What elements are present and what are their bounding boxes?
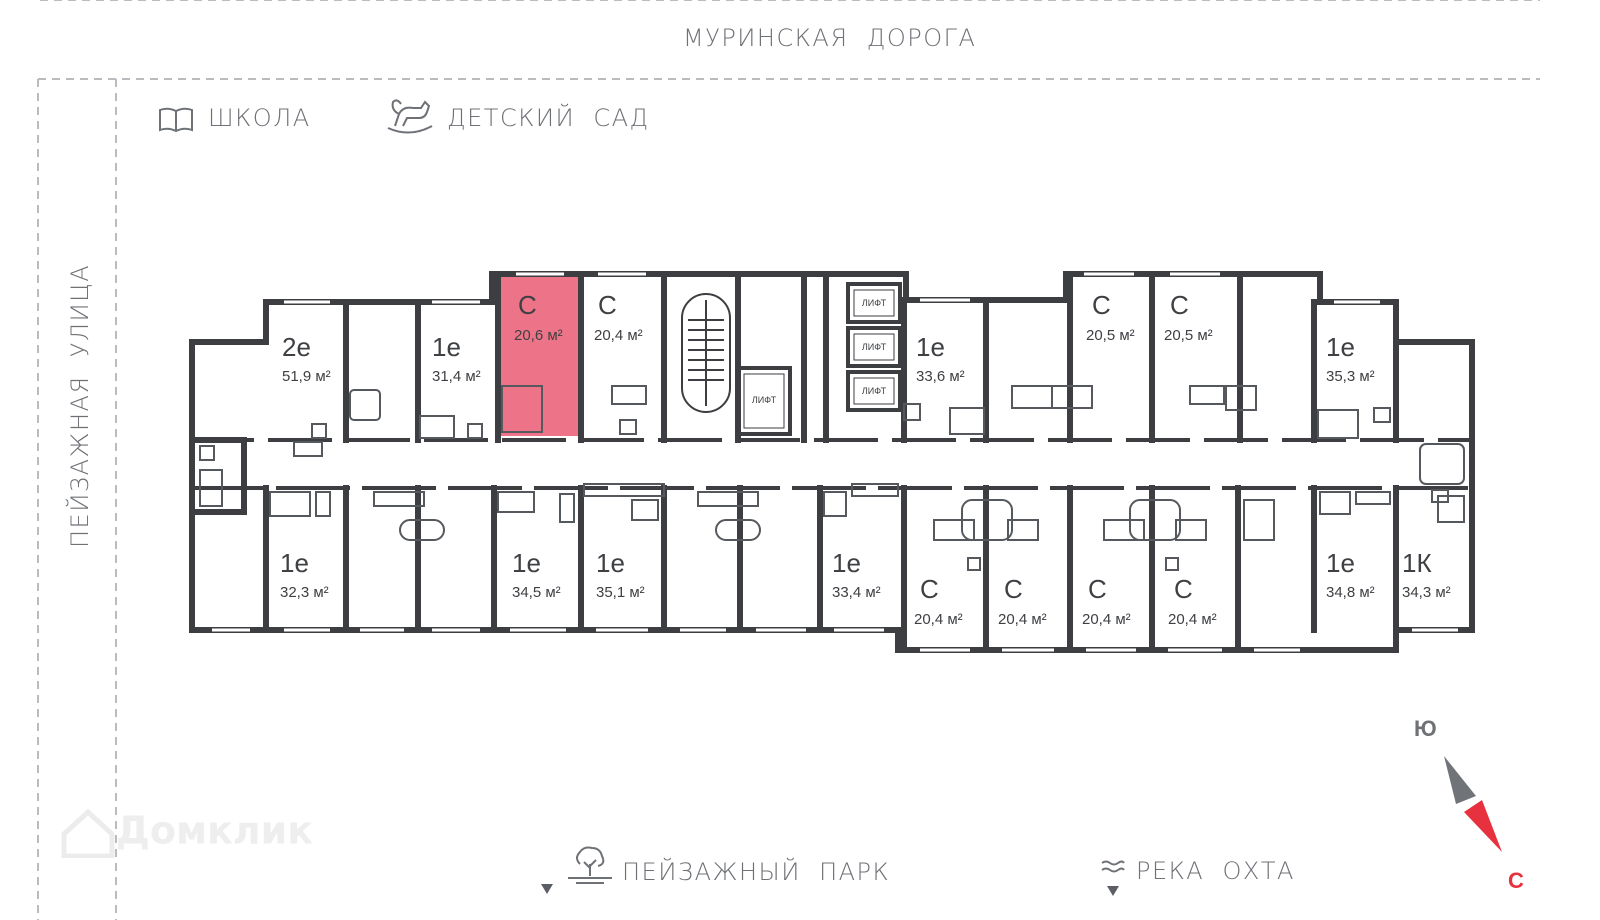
rocking-horse-icon: [387, 99, 433, 134]
river-label: РЕКА ОХТА: [1136, 857, 1295, 885]
apartment-type: 1е: [596, 548, 625, 578]
apartment-area: 34,3 м²: [1402, 584, 1451, 601]
compass: Ю С: [1414, 716, 1524, 893]
apartment-type: 1е: [1326, 548, 1355, 578]
compass-needle-north: [1464, 800, 1502, 852]
tree-icon: [568, 846, 612, 884]
apartment-area: 35,3 м²: [1326, 368, 1375, 385]
apartment-area: 32,3 м²: [280, 584, 329, 601]
fixtures: [199, 385, 1465, 571]
apartment-area: 20,4 м²: [914, 611, 963, 628]
apartment-type: 1К: [1402, 548, 1432, 578]
lift-label: ЛИФТ: [752, 395, 777, 405]
apartment-type: С: [920, 574, 939, 604]
lift-shafts: [736, 282, 902, 436]
apartment-area: 20,5 м²: [1086, 327, 1135, 344]
apartment-type: 1е: [280, 548, 309, 578]
apartment-area: 34,8 м²: [1326, 584, 1375, 601]
apartment-area: 33,6 м²: [916, 368, 965, 385]
kindergarten-label: ДЕТСКИЙ САД: [447, 104, 650, 132]
stairwell: [681, 293, 731, 413]
down-arrow-icon: [1107, 886, 1119, 896]
lift-label: ЛИФТ: [862, 386, 887, 396]
school-label: ШКОЛА: [208, 104, 311, 132]
apartment-type: 1е: [916, 332, 945, 362]
watermark-logo: Домклик: [60, 808, 314, 859]
apartment-area: 20,4 м²: [594, 327, 643, 344]
book-icon: [159, 107, 193, 133]
home-logo-icon: [60, 808, 116, 859]
apartment-area: 20,4 м²: [1168, 611, 1217, 628]
apartment-type: С: [1170, 290, 1189, 320]
apartment-type: С: [1092, 290, 1111, 320]
apartment-labels: 2е 51,9 м² 1е 31,4 м² С 20,6 м² С 20,4 м…: [280, 290, 1451, 628]
apartment-area: 35,1 м²: [596, 584, 645, 601]
lift-label: ЛИФТ: [862, 342, 887, 352]
apartment-area: 34,5 м²: [512, 584, 561, 601]
apartment-type: С: [598, 290, 617, 320]
street-label-top: МУРИНСКАЯ ДОРОГА: [683, 24, 977, 52]
apartment-area: 20,4 м²: [1082, 611, 1131, 628]
apartment-type: 2е: [282, 332, 311, 362]
apartment-type[interactable]: С: [518, 290, 537, 320]
apartment-area: 31,4 м²: [432, 368, 481, 385]
waves-icon: [1101, 860, 1125, 873]
apartment-type: 1е: [1326, 332, 1355, 362]
apartment-area: 51,9 м²: [282, 368, 331, 385]
compass-needle-south: [1444, 756, 1476, 804]
apartment-type: 1е: [512, 548, 541, 578]
apartment-type: 1е: [432, 332, 461, 362]
apartment-area[interactable]: 20,6 м²: [514, 327, 563, 344]
watermark-text: Домклик: [116, 808, 314, 853]
apartment-type: 1е: [832, 548, 861, 578]
apartment-type: С: [1088, 574, 1107, 604]
apartment-area: 20,5 м²: [1164, 327, 1213, 344]
apartment-type: С: [1174, 574, 1193, 604]
compass-south-label: Ю: [1414, 716, 1437, 741]
park-label: ПЕЙЗАЖНЫЙ ПАРК: [622, 858, 891, 886]
down-arrow-icon: [541, 884, 553, 894]
apartment-area: 33,4 м²: [832, 584, 881, 601]
compass-north-label: С: [1508, 868, 1524, 893]
lift-label: ЛИФТ: [862, 298, 887, 308]
apartment-area: 20,4 м²: [998, 611, 1047, 628]
apartment-type: С: [1004, 574, 1023, 604]
apartment-highlight[interactable]: [498, 276, 581, 436]
